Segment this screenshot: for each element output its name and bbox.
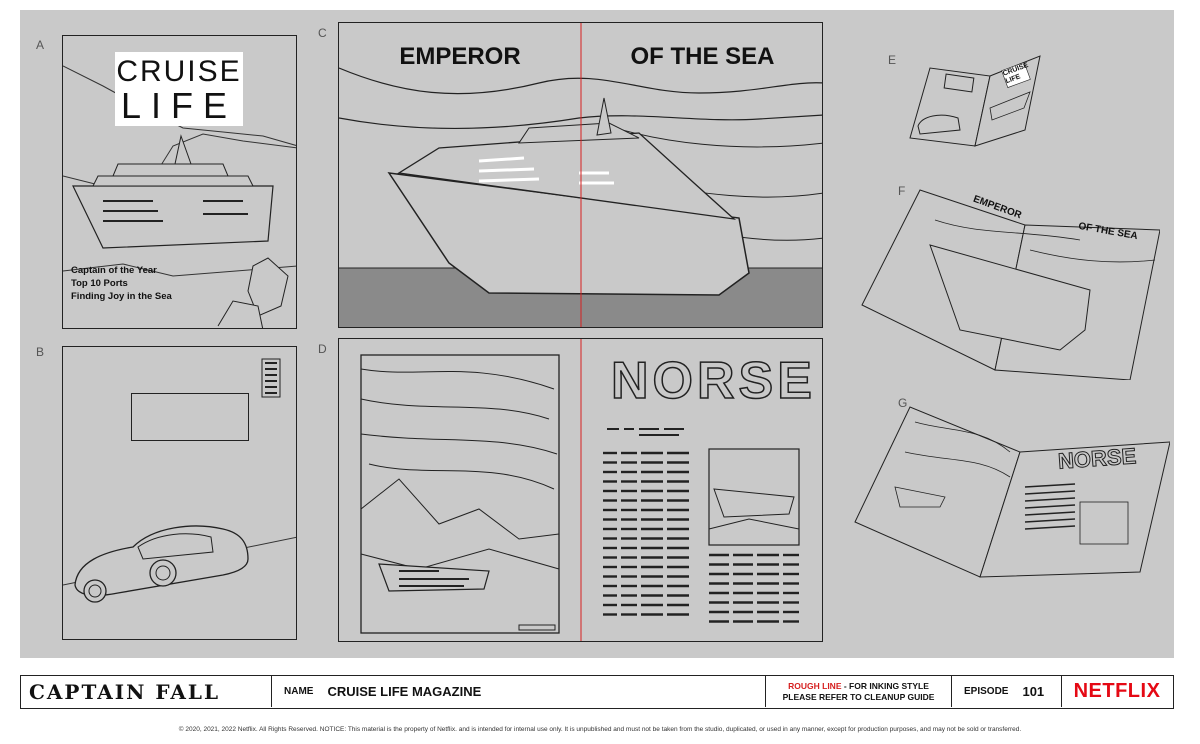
cover-bullet: Finding Joy in the Sea [71, 291, 172, 302]
cover-illustration [63, 65, 296, 328]
title-bar: CAPTAIN FALL NAME CRUISE LIFE MAGAZINE R… [20, 675, 1174, 709]
norse-heading: NORSE [610, 351, 816, 411]
cover-title-line1: CRUISE [116, 55, 242, 88]
note-cell: ROUGH LINE - FOR INKING STYLE PLEASE REF… [765, 676, 951, 707]
spread-norse-illustration [360, 339, 800, 641]
cover-title-line2: LIFE [120, 85, 238, 126]
mini-f-magazine: EMPEROR OF THE SEA [860, 180, 1160, 380]
label-f: F [898, 184, 906, 198]
note-rest: - FOR INKING STYLE [841, 680, 929, 691]
episode-cell: EPISODE 101 [951, 676, 1061, 707]
episode-value: 101 [1022, 684, 1045, 699]
name-label: NAME [284, 686, 314, 697]
episode-label: EPISODE [964, 686, 1009, 697]
spread-emperor-panel: EMPEROR OF THE SEA [338, 22, 823, 328]
cover-bullet: Captain of the Year [71, 265, 157, 276]
back-cover-illustration [63, 358, 296, 603]
label-e: E [888, 53, 897, 67]
cover-bullet: Top 10 Ports [71, 278, 128, 289]
address-box [131, 393, 249, 441]
spread-norse-panel: NORSE [338, 338, 823, 642]
netflix-logo: NETFLIX [1061, 676, 1172, 707]
mini-g-magazine: NORSE [850, 402, 1170, 582]
label-g: G [898, 396, 908, 410]
label-b: B [36, 345, 45, 359]
back-cover-panel [62, 346, 297, 640]
model-sheet: A B C D E F G CRUISE LIFE Captain [20, 10, 1174, 658]
note-line2: PLEASE REFER TO CLEANUP GUIDE [782, 691, 935, 702]
spread-left-heading: EMPEROR [399, 43, 521, 70]
show-title: CAPTAIN FALL [29, 679, 221, 704]
spread-right-heading: OF THE SEA [630, 43, 775, 70]
cover-panel: CRUISE LIFE Captain of the Year Top 10 P… [62, 35, 297, 329]
mini-e-illustration [909, 55, 1041, 147]
name-cell: NAME CRUISE LIFE MAGAZINE [271, 676, 765, 707]
cover-bullets: Captain of the Year Top 10 Ports Finding… [71, 264, 172, 303]
cover-logo-box: CRUISE LIFE [115, 52, 243, 126]
label-c: C [318, 26, 327, 40]
mini-f-illustration [861, 189, 1160, 380]
legal-footer: © 2020, 2021, 2022 Netflix. All Rights R… [178, 726, 1022, 733]
note-red: ROUGH LINE [788, 680, 842, 691]
label-d: D [318, 342, 327, 356]
spread-emperor-illustration [339, 23, 822, 327]
mini-e-magazine: CRUISE LIFE [900, 48, 1050, 148]
mini-g-illustration [854, 406, 1170, 578]
label-a: A [36, 38, 45, 52]
mini-g-heading: NORSE [1057, 443, 1138, 474]
name-value: CRUISE LIFE MAGAZINE [327, 684, 482, 699]
